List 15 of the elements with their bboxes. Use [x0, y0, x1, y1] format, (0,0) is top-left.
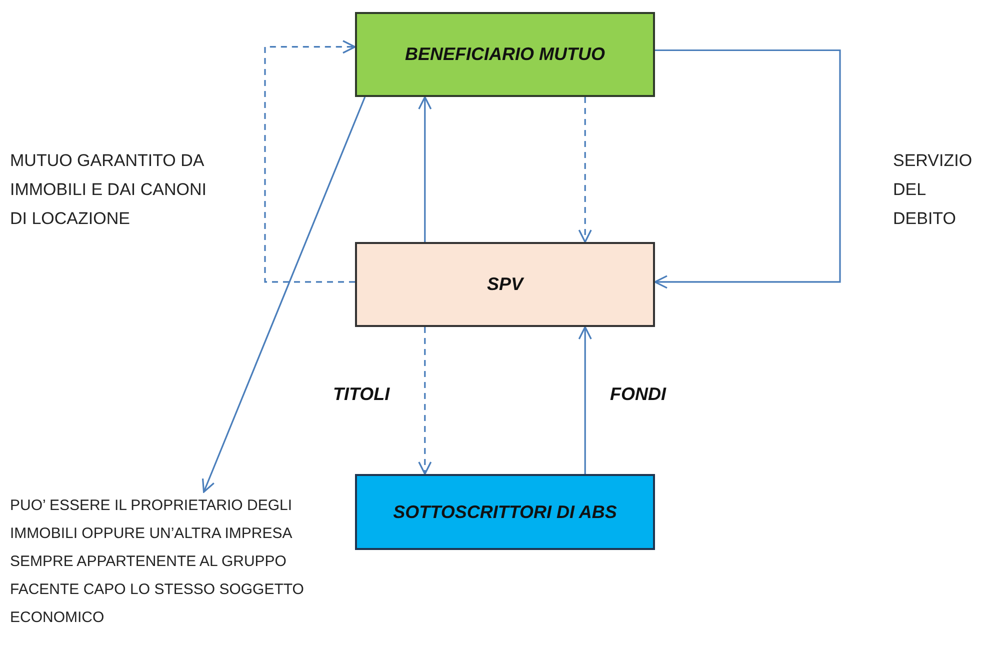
arrow	[202, 96, 366, 493]
dashed-arrow	[264, 40, 356, 283]
process-box: SOTTOSCRITTORI DI ABS	[355, 474, 655, 550]
process-box: BENEFICIARIO MUTUO	[355, 12, 655, 97]
dashed-arrow	[578, 97, 592, 243]
arrow	[418, 96, 432, 242]
process-box: SPV	[355, 242, 655, 327]
arrow	[578, 326, 592, 474]
note-text: PUO’ ESSERE IL PROPRIETARIO DEGLI IMMOBILI OPPURE UN’ALTRA IMPRESA SEMPRE APPARTENENTE AL GRUPPO FACENTE CAPO LO STESSO SOGGETTO ECONOMICO	[10, 496, 305, 628]
annotation-text: MUTUO GARANTITO DA IMMOBILI E DAI CANONI DI LOCAZIONE	[10, 150, 208, 230]
annotation-text: SERVIZIO DEL DEBITO	[893, 150, 974, 230]
arrow	[654, 49, 841, 289]
flow-label: FONDI	[610, 383, 666, 406]
flow-label: TITOLI	[333, 383, 390, 406]
dashed-arrow	[418, 327, 432, 475]
